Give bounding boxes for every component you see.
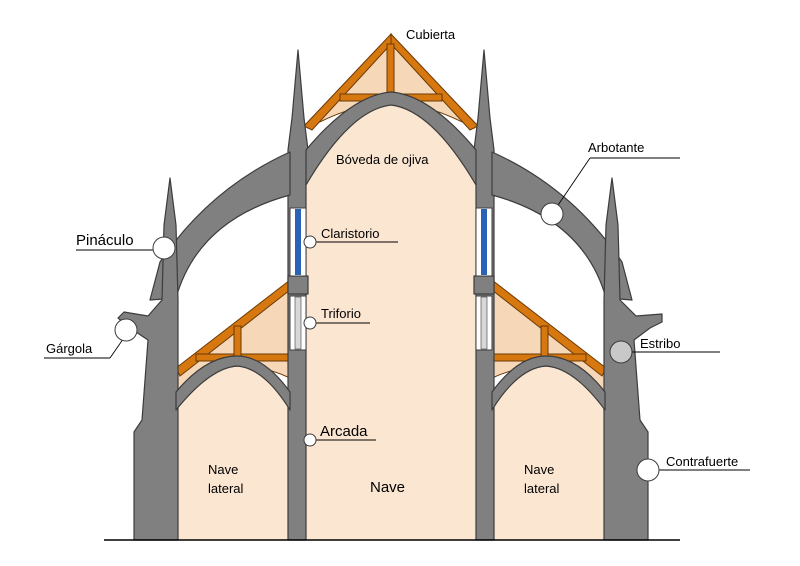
marker-triforio	[303, 316, 317, 330]
left-aisle-space	[176, 366, 290, 540]
label-nave-lateral-left-2: lateral	[208, 481, 244, 496]
marker-pinaculo	[152, 236, 176, 260]
buttress-left	[117, 177, 179, 541]
marker-contrafuerte	[636, 458, 660, 482]
label-claristorio: Claristorio	[321, 226, 380, 241]
marker-arbotante	[540, 202, 564, 226]
labels: Cubierta Bóveda de ojiva Arbotante Pinác…	[46, 27, 738, 496]
triforium-glass-right	[480, 296, 488, 350]
label-boveda: Bóveda de ojiva	[336, 152, 429, 167]
label-arcada: Arcada	[320, 423, 368, 440]
vault-rib	[305, 91, 477, 186]
windows	[289, 207, 493, 351]
label-gargola: Gárgola	[46, 341, 93, 356]
label-nave: Nave	[370, 479, 405, 496]
main-roof-king-post	[386, 43, 395, 97]
flying-buttress-left	[149, 151, 291, 301]
label-arbotante: Arbotante	[588, 140, 644, 155]
buttress-right	[603, 177, 663, 541]
label-estribo: Estribo	[640, 336, 680, 351]
label-pinaculo: Pináculo	[76, 232, 134, 249]
label-nave-lateral-right-2: lateral	[524, 481, 560, 496]
label-cubierta: Cubierta	[406, 27, 456, 42]
nave-wall-left	[287, 49, 309, 541]
right-aisle-arch	[491, 355, 606, 411]
nave-space	[306, 105, 476, 540]
left-aisle-arch	[175, 355, 291, 411]
right-band	[473, 275, 495, 295]
interior-fill	[176, 105, 605, 540]
marker-arcada	[303, 433, 317, 447]
label-triforio: Triforio	[321, 306, 361, 321]
right-aisle-space	[492, 366, 605, 540]
triforium-glass-left	[294, 296, 302, 350]
marker-estribo	[609, 340, 633, 364]
marker-claristorio	[303, 235, 317, 249]
flying-buttress-right	[491, 151, 633, 301]
left-aisle-roof-post	[233, 325, 242, 357]
label-nave-lateral-right-1: Nave	[524, 462, 554, 477]
left-band	[287, 275, 309, 295]
clerestory-glass-left	[295, 209, 301, 275]
label-nave-lateral-left-1: Nave	[208, 462, 238, 477]
clerestory-glass-right	[481, 209, 487, 275]
label-contrafuerte: Contrafuerte	[666, 454, 738, 469]
right-aisle-roof-post	[540, 325, 549, 357]
stone-structure	[117, 49, 663, 541]
leader-lines	[44, 157, 750, 471]
markers	[114, 202, 660, 482]
marker-gargola	[114, 318, 138, 342]
nave-wall-right	[473, 49, 495, 541]
